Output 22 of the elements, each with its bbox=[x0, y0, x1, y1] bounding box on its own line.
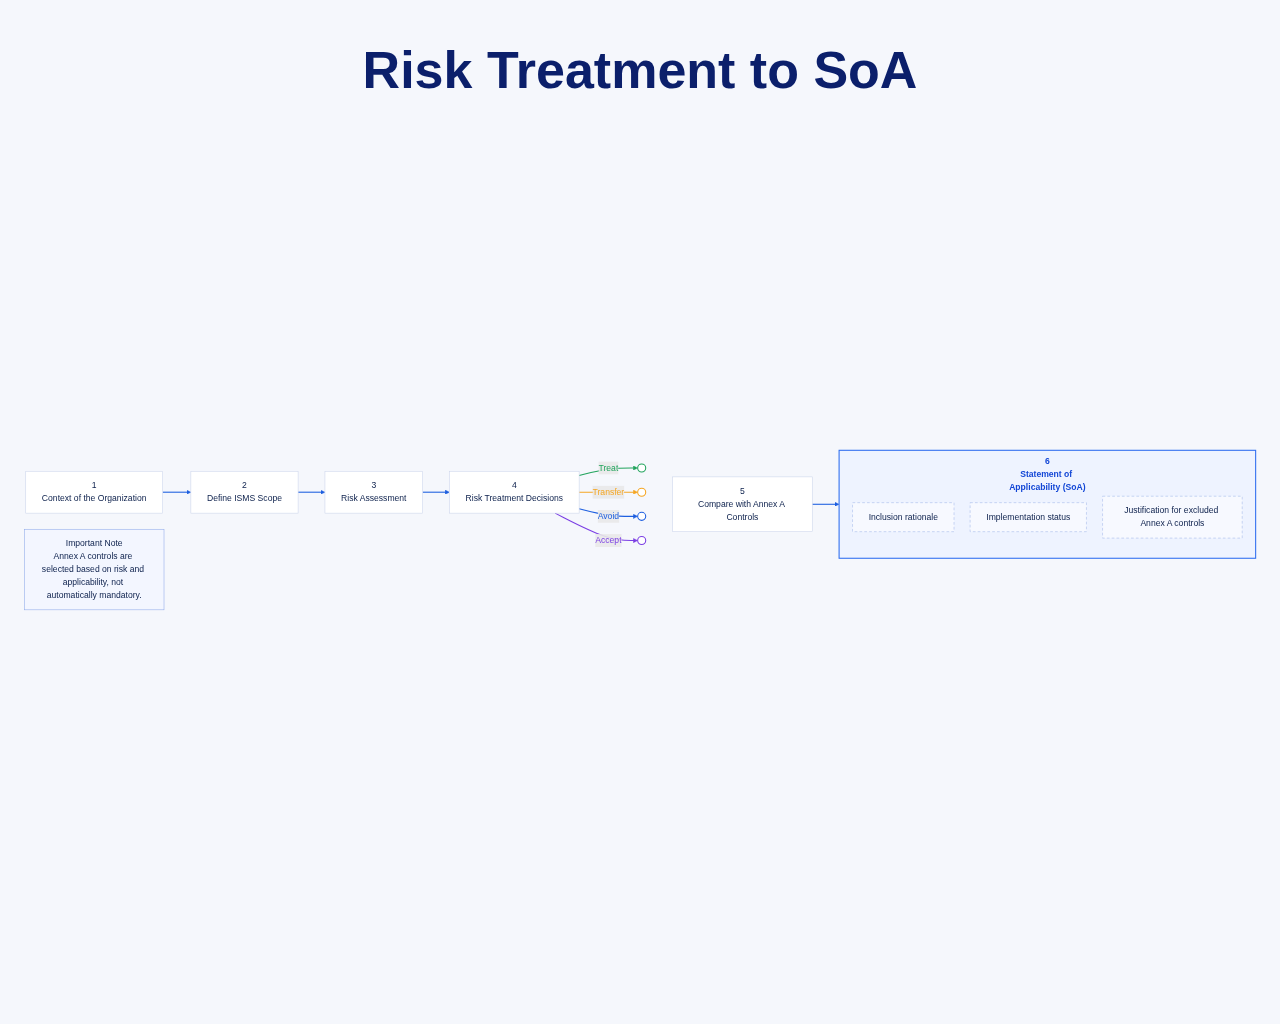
arrow bbox=[811, 501, 840, 507]
edge-label: Accept bbox=[595, 535, 622, 545]
edge-label: Treat bbox=[598, 463, 619, 473]
node-box: Implementation status bbox=[969, 502, 1087, 532]
edge-label: Transfer bbox=[592, 487, 625, 497]
node-box: 4 Risk Treatment Decisions bbox=[449, 470, 580, 514]
node-circle bbox=[637, 511, 647, 521]
node-circle bbox=[637, 535, 647, 546]
node-circle bbox=[637, 487, 647, 497]
arrow bbox=[422, 489, 450, 495]
node-circle bbox=[637, 463, 647, 473]
node-box: 3 Risk Assessment bbox=[324, 470, 423, 514]
node-box: Justification for excluded Annex A controls bbox=[1102, 495, 1243, 539]
node-box: 5 Compare with Annex A Controls bbox=[672, 476, 813, 532]
arrow bbox=[297, 489, 326, 495]
node-box: Important Note Annex A controls are selected based on risk and applicability, not automatically mandatory. bbox=[24, 528, 165, 611]
node-box: 1 Context of the Organization bbox=[25, 470, 163, 514]
node-box: Inclusion rationale bbox=[852, 502, 955, 532]
title: Risk Treatment to SoA bbox=[361, 40, 919, 100]
arrow bbox=[162, 489, 192, 495]
node-box: 2 Define ISMS Scope bbox=[190, 470, 299, 514]
edge-label: Avoid bbox=[597, 511, 620, 521]
